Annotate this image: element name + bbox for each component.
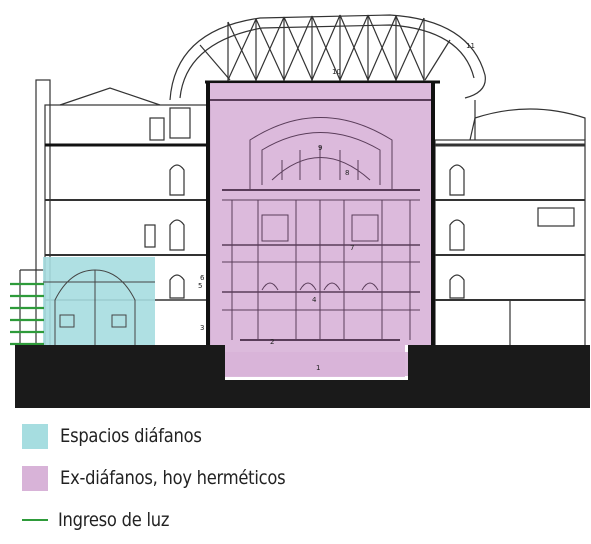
- room-number-2: 2: [270, 338, 274, 346]
- room-number-4: 4: [312, 296, 317, 304]
- legend-line-green: [22, 519, 48, 521]
- structural-walls: [45, 83, 435, 345]
- room-number-11: 11: [466, 42, 475, 50]
- room-number-10: 10: [332, 68, 341, 76]
- room-number-8: 8: [345, 169, 349, 177]
- theatre-section-drawing: 1 2 3 4 5 6 7 8 9 10 11: [10, 14, 590, 408]
- legend-swatch-blue: [22, 423, 48, 449]
- roof-truss: [169, 14, 486, 101]
- light-ingress-lines: [10, 282, 44, 346]
- room-number-7: 7: [350, 244, 354, 252]
- room-numbers: 1 2 3 4 5 6 7 8 9 10 11: [198, 42, 475, 372]
- legend-label: Ingreso de luz: [58, 509, 170, 531]
- room-number-3: 3: [200, 324, 204, 332]
- legend: Espacios diáfanos Ex-diáfanos, hoy hermé…: [22, 418, 582, 544]
- room-number-5: 5: [198, 282, 202, 290]
- legend-item-diaphanous: Espacios diáfanos: [22, 418, 582, 454]
- legend-label: Ex-diáfanos, hoy herméticos: [60, 467, 286, 489]
- legend-item-hermetic: Ex-diáfanos, hoy herméticos: [22, 460, 582, 496]
- room-number-6: 6: [200, 274, 205, 282]
- legend-swatch-purple: [22, 465, 48, 491]
- legend-item-light: Ingreso de luz: [22, 502, 582, 538]
- ground-foundation: [15, 345, 590, 408]
- legend-label: Espacios diáfanos: [60, 425, 202, 447]
- hermetic-auditorium: [208, 83, 433, 377]
- diaphanous-space: [43, 257, 155, 345]
- room-number-9: 9: [318, 144, 322, 152]
- right-wing: [434, 100, 586, 351]
- room-number-1: 1: [316, 364, 320, 372]
